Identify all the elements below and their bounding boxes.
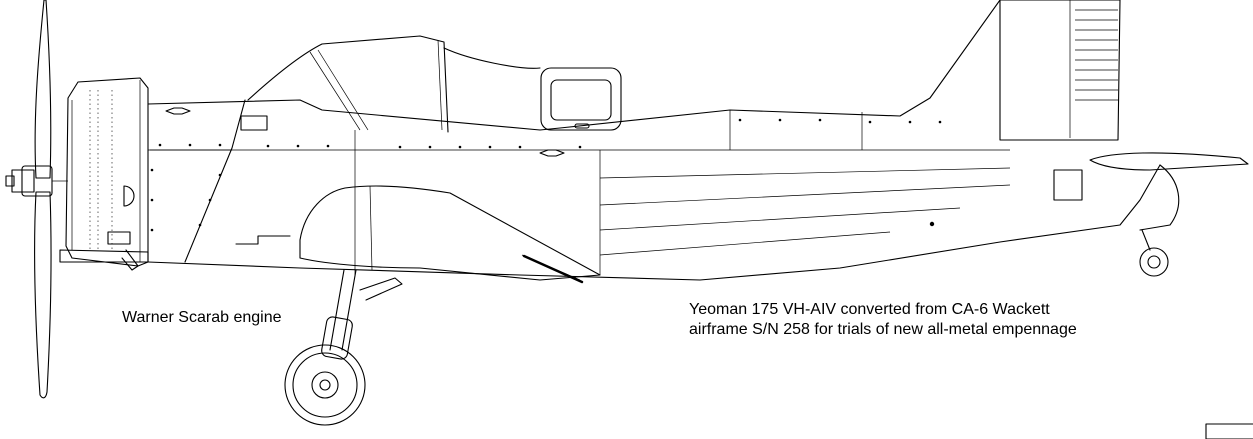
engine-caption: Warner Scarab engine — [122, 309, 282, 326]
propeller — [5, 0, 68, 399]
caption-line-2: airframe S/N 258 for trials of new all-m… — [689, 321, 1077, 338]
wing — [299, 185, 601, 284]
cockpit-canopy — [247, 35, 622, 133]
aircraft-description-caption: Yeoman 175 VH-AIV converted from CA-6 Wa… — [689, 300, 1077, 340]
main-landing-gear — [284, 269, 403, 426]
empennage — [999, 0, 1253, 439]
engine-cowling — [59, 77, 149, 271]
caption-line-1: Yeoman 175 VH-AIV converted from CA-6 Wa… — [689, 301, 1050, 318]
fuselage — [147, 0, 1161, 281]
